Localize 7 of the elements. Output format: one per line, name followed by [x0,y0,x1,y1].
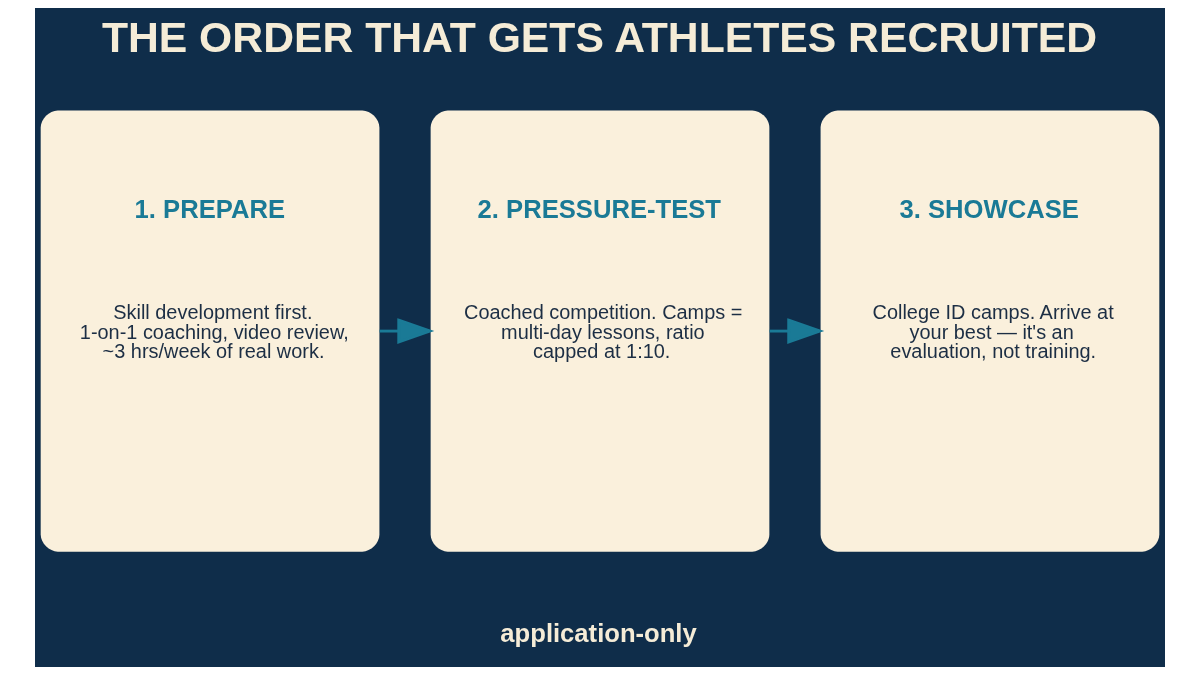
node-box: 2. PRESSURE-TEST Coached competition. Camps = multi-day lessons, ratio capped at 1:10. [430,110,770,552]
label: application-only [500,618,697,647]
arrow [769,318,825,345]
node-box: 3. SHOWCASE College ID camps. Arrive at your best — it's an evaluation, not training. [820,110,1160,552]
node-box: 1. PREPARE Skill development first. 1-on-1 coaching, video review, ~3 hrs/week of real work. [40,110,380,552]
arrow [379,318,435,345]
diagram-title: THE ORDER THAT GETS ATHLETES RECRUITED [101,13,1098,62]
